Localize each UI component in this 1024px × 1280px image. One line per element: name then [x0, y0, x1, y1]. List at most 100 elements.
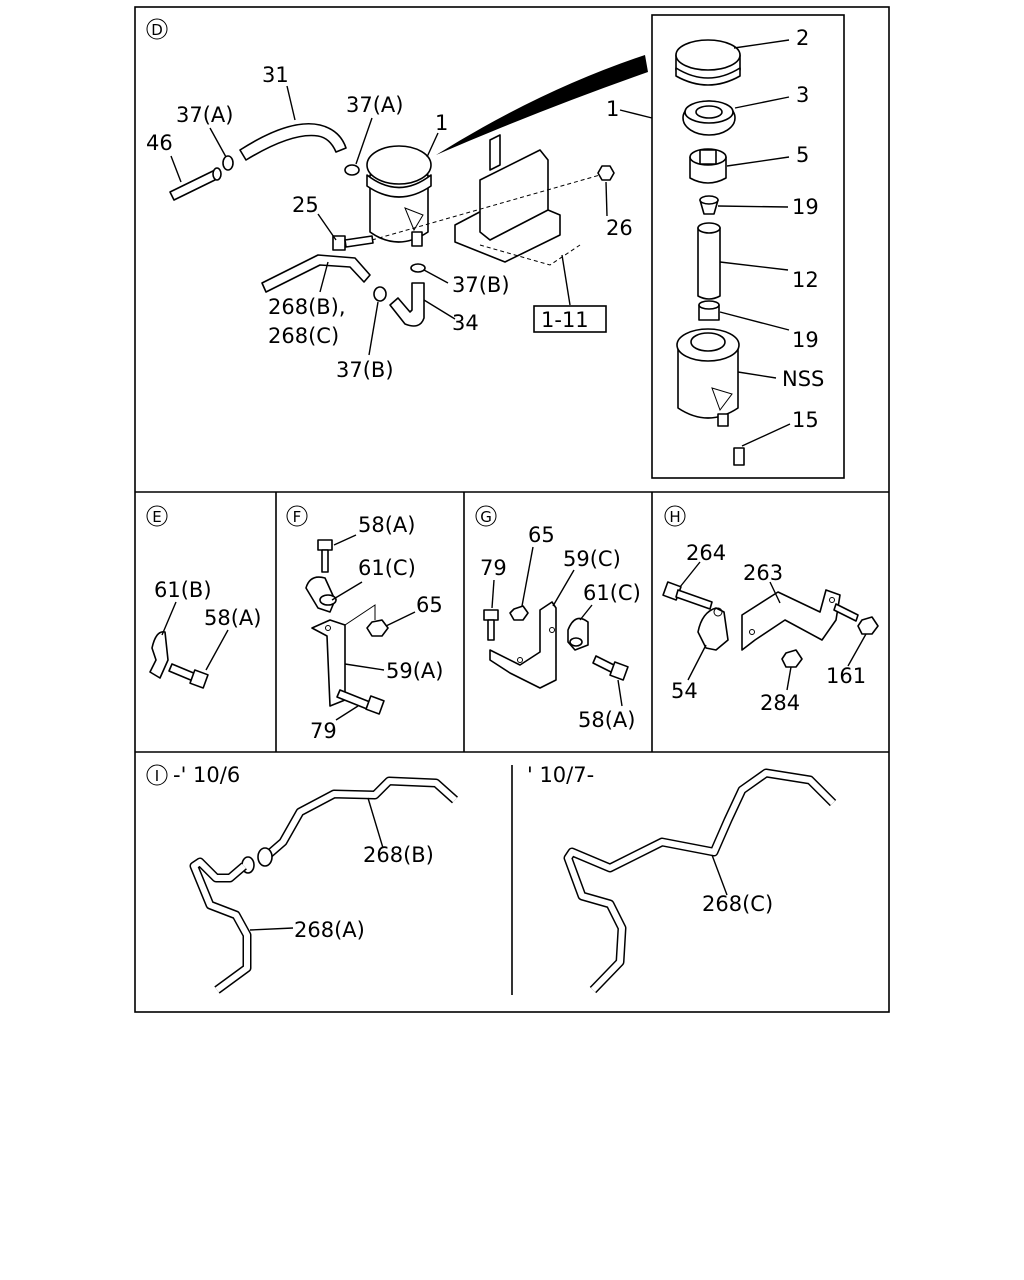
leader-58a-f	[333, 534, 357, 546]
label-61c-g: 61(C)	[583, 581, 641, 605]
label-2: 2	[796, 26, 809, 50]
pipe-268b-c	[261, 254, 371, 293]
label-37a-right: 37(A)	[346, 93, 403, 117]
cap-2	[675, 39, 741, 86]
label-58a-f: 58(A)	[358, 513, 415, 537]
nut-161	[857, 616, 879, 635]
label-268b-pipe: 268(B)	[363, 843, 434, 867]
label-54: 54	[671, 679, 698, 703]
bolt-58a-f	[317, 539, 333, 573]
filter-12	[697, 222, 721, 300]
label-34: 34	[452, 311, 479, 335]
clamp-54	[697, 607, 729, 651]
label-263: 263	[743, 561, 783, 585]
nut-65-g	[509, 605, 529, 621]
leader-lines-detail	[717, 39, 791, 447]
pipe-268c	[563, 768, 837, 994]
label-15: 15	[792, 408, 819, 432]
label-37b-lower: 37(B)	[336, 358, 394, 382]
hose-31	[239, 122, 347, 161]
hose-34	[389, 282, 425, 327]
grommet-19-lower	[698, 300, 720, 321]
label-19-lower: 19	[792, 328, 819, 352]
clamp-37a-right	[344, 164, 360, 176]
label-1: 1	[435, 111, 448, 135]
svg-text:E: E	[152, 508, 161, 526]
nut-284	[781, 649, 803, 668]
leader-284	[786, 666, 792, 691]
bolt-58a-g	[592, 655, 629, 681]
bolt-58a-e	[168, 663, 209, 689]
label-59c: 59(C)	[563, 547, 621, 571]
leader-58a-g	[617, 679, 623, 707]
label-268c: 268(C)	[268, 324, 339, 348]
pipe-268a	[189, 857, 252, 994]
label-268c-pipe: 268(C)	[702, 892, 773, 916]
leader-59a	[344, 663, 385, 671]
bracket-59c	[489, 601, 557, 689]
label-37a-left: 37(A)	[176, 103, 233, 127]
section-marker-g: G	[475, 505, 497, 527]
label-37b-upper: 37(B)	[452, 273, 510, 297]
svg-text:H: H	[669, 508, 680, 526]
bolt-264	[662, 581, 713, 610]
section-marker-e: E	[146, 505, 168, 527]
leader-65-f	[385, 611, 416, 627]
label-65-f: 65	[416, 593, 443, 617]
label-65-g: 65	[528, 523, 555, 547]
label-268a-pipe: 268(A)	[294, 918, 365, 942]
grommet-19-upper	[699, 195, 719, 215]
label-12: 12	[792, 268, 819, 292]
seal-3	[682, 100, 736, 136]
leader-58a-e	[205, 629, 229, 671]
label-268b: 268(B),	[268, 295, 346, 319]
label-59a: 59(A)	[386, 659, 443, 683]
leader-79-g	[491, 579, 495, 609]
clamp-37a-left	[222, 155, 234, 171]
clamp-37b-lower	[373, 286, 387, 302]
leader-161	[847, 633, 867, 667]
mounting-bracket	[371, 134, 601, 266]
leader-268c	[711, 854, 728, 896]
label-58a-e: 58(A)	[204, 606, 261, 630]
svg-text:I: I	[155, 767, 159, 785]
clamp-37b-upper	[410, 263, 426, 273]
section-marker-h: H	[664, 505, 686, 527]
version-note-right: ' 10/7-	[527, 763, 594, 787]
leader-61c-f	[331, 581, 363, 601]
nut-65-f	[366, 619, 389, 637]
bolt-79-f	[336, 689, 385, 715]
clamp-61b-e	[149, 631, 169, 679]
bolt-25	[332, 235, 374, 251]
version-note-left: -' 10/6	[173, 763, 240, 787]
section-marker-d: D	[146, 18, 168, 40]
svg-text:G: G	[480, 508, 492, 526]
leader-268b	[367, 797, 384, 849]
hose-46	[169, 167, 222, 201]
label-25: 25	[292, 193, 319, 217]
leader-65-g	[521, 546, 534, 607]
label-46: 46	[146, 131, 173, 155]
label-3: 3	[796, 83, 809, 107]
filter-holder-5	[689, 148, 727, 184]
label-79-f: 79	[310, 719, 337, 743]
leader-59c	[552, 569, 575, 607]
label-19-upper: 19	[792, 195, 819, 219]
reservoir-1	[366, 145, 432, 247]
label-284: 284	[760, 691, 800, 715]
label-5: 5	[796, 143, 809, 167]
label-ref-1-11: 1-11	[541, 308, 589, 332]
bolt-161-side	[833, 603, 859, 622]
section-marker-f: F	[286, 505, 308, 527]
svg-text:D: D	[151, 21, 163, 39]
section-marker-i: I	[146, 764, 168, 786]
reservoir-body-nss	[676, 328, 740, 427]
leader-79-f	[335, 705, 359, 721]
leader-268a	[249, 927, 294, 931]
diagram-frame	[134, 6, 890, 1013]
label-58a-g: 58(A)	[578, 708, 635, 732]
label-26: 26	[606, 216, 633, 240]
fitting-15	[733, 447, 745, 466]
nut-26	[597, 165, 615, 181]
